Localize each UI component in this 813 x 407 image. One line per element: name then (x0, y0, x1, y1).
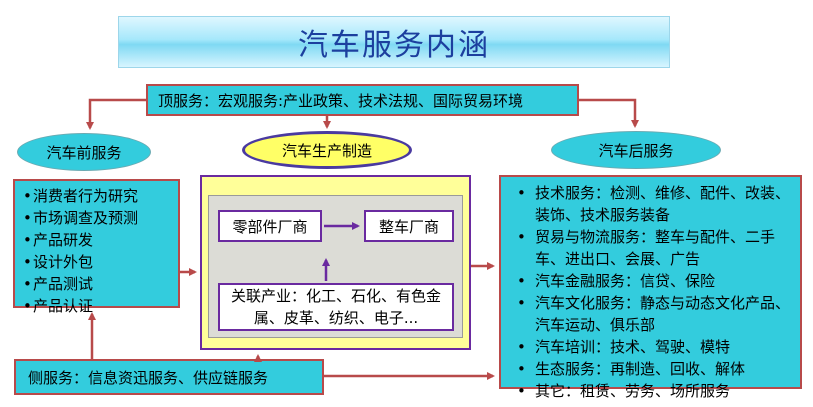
list-item: 汽车培训：技术、驾驶、模特 (513, 336, 790, 358)
pre-service-label: 汽车前服务 (46, 143, 122, 162)
post-service-label: 汽车后服务 (598, 141, 674, 160)
pre-service-oval: 汽车前服务 (17, 133, 151, 171)
top-service-box: 顶服务：宏观服务:产业政策、技术法规、国际贸易环境 (146, 84, 579, 116)
top-service-text: 顶服务：宏观服务:产业政策、技术法规、国际贸易环境 (158, 91, 524, 110)
post-service-list-box: 技术服务：检测、维修、配件、改装、装饰、技术服务装备 贸易与物流服务：整车与配件… (499, 175, 802, 402)
arrow-top-to-post (579, 98, 639, 128)
list-item: 其它：租赁、劳务、场所服务 (513, 380, 790, 402)
list-item: 产品认证 (23, 295, 170, 317)
list-item: 贸易与物流服务：整车与配件、二手车、进出口、会展、广告 (513, 226, 790, 270)
list-item: 设计外包 (23, 251, 170, 273)
pre-service-list: 消费者行为研究 市场调查及预测 产品研发 设计外包 产品测试 产品认证 (23, 185, 170, 317)
list-item: 消费者行为研究 (23, 185, 170, 207)
manufacturing-label: 汽车生产制造 (281, 141, 372, 160)
list-item: 产品测试 (23, 273, 170, 295)
title-banner: 汽车服务内涵 (118, 16, 670, 68)
post-service-list: 技术服务：检测、维修、配件、改装、装饰、技术服务装备 贸易与物流服务：整车与配件… (513, 182, 790, 402)
list-item: 汽车金融服务：信贷、保险 (513, 270, 790, 292)
side-service-text: 侧服务：信息资迅服务、供应链服务 (28, 368, 269, 387)
related-industries-box: 关联产业：化工、石化、有色金属、皮革、纺织、电子... (218, 283, 454, 331)
parts-supplier-label: 零部件厂商 (232, 217, 308, 236)
list-item: 产品研发 (23, 229, 170, 251)
parts-supplier-box: 零部件厂商 (218, 210, 322, 242)
list-item: 技术服务：检测、维修、配件、改装、装饰、技术服务装备 (513, 182, 790, 226)
list-item: 生态服务：再制造、回收、解体 (513, 358, 790, 380)
post-service-oval: 汽车后服务 (551, 131, 721, 169)
arrow-top-to-pre (86, 98, 146, 130)
oem-box: 整车厂商 (364, 210, 454, 242)
related-industries-label: 关联产业：化工、石化、有色金属、皮革、纺织、电子... (230, 287, 441, 327)
page-title: 汽车服务内涵 (298, 28, 490, 63)
pre-service-list-box: 消费者行为研究 市场调查及预测 产品研发 设计外包 产品测试 产品认证 (13, 179, 180, 317)
side-service-box: 侧服务：信息资迅服务、供应链服务 (14, 359, 324, 395)
manufacturing-oval: 汽车生产制造 (242, 131, 412, 169)
oem-label: 整车厂商 (378, 217, 439, 236)
list-item: 市场调查及预测 (23, 207, 170, 229)
list-item: 汽车文化服务：静态与动态文化产品、汽车运动、俱乐部 (513, 292, 790, 336)
